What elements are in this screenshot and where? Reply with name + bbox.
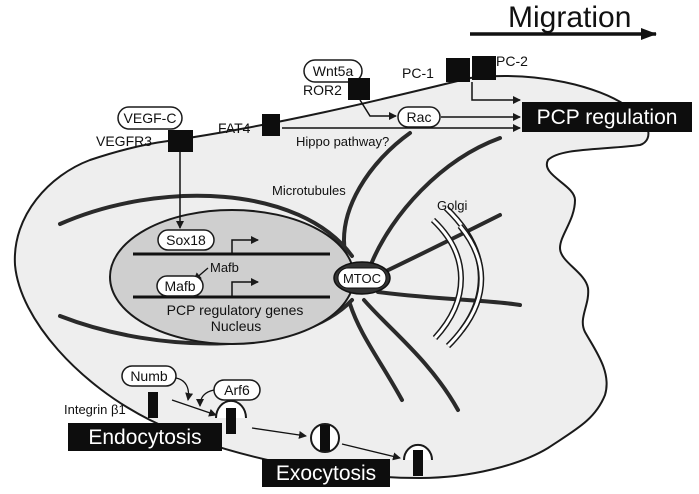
- exocytosis-box: Exocytosis: [262, 459, 390, 487]
- hippo-label: Hippo pathway?: [296, 134, 389, 149]
- fat4-receptor: [262, 114, 280, 136]
- ror2-receptor: [348, 78, 370, 100]
- svg-text:Numb: Numb: [130, 368, 168, 384]
- svg-text:Endocytosis: Endocytosis: [88, 426, 201, 449]
- svg-text:VEGF-C: VEGF-C: [124, 110, 177, 126]
- exocytic-fusion: [403, 444, 433, 476]
- endocytosis-box: Endocytosis: [68, 423, 222, 451]
- rac-label: Rac: [397, 106, 441, 128]
- golgi-label: Golgi: [437, 198, 467, 213]
- ror2-to-rac-arrow: [359, 99, 397, 120]
- mafb-gene-label: Mafb: [210, 260, 239, 275]
- golgi-apparatus: [430, 205, 485, 349]
- nucleus-label: Nucleus: [211, 318, 262, 334]
- sox18-label: Sox18: [157, 229, 215, 251]
- endocytic-pit: [215, 399, 247, 434]
- internalization-arrow: [171, 399, 217, 417]
- integrin-receptor: [148, 392, 158, 418]
- pc1-label: PC-1: [402, 65, 434, 81]
- vesicle-arrow: [251, 427, 307, 439]
- pcp-genes-label: PCP regulatory genes: [167, 302, 304, 318]
- svg-text:Rac: Rac: [407, 109, 432, 125]
- svg-text:Arf6: Arf6: [224, 382, 250, 398]
- vegfr3-receptor: [168, 130, 193, 152]
- pcp-regulation-box: PCP regulation: [522, 102, 692, 132]
- pc2-channel: [472, 56, 496, 80]
- vesicle: [310, 423, 340, 453]
- promoter-arrow-upper: [231, 236, 259, 254]
- wnt5a-label: Wnt5a: [303, 59, 363, 83]
- exocytosis-arrow: [341, 443, 401, 461]
- migration-title: Migration: [508, 1, 631, 34]
- numb-arrow: [175, 377, 194, 401]
- svg-text:MTOC: MTOC: [343, 271, 381, 286]
- svg-text:Sox18: Sox18: [166, 232, 206, 248]
- svg-text:Exocytosis: Exocytosis: [276, 462, 376, 485]
- pc1-channel: [446, 58, 470, 82]
- arf6-arrow: [196, 389, 215, 407]
- ror2-label: ROR2: [303, 82, 342, 98]
- pc-to-pcp-arrow: [471, 82, 521, 104]
- vegfr3-label: VEGFR3: [96, 133, 152, 149]
- svg-text:Mafb: Mafb: [164, 278, 195, 294]
- arf6-label: Arf6: [213, 379, 261, 401]
- mafb-protein-label: Mafb: [156, 275, 204, 297]
- numb-label: Numb: [121, 365, 177, 387]
- svg-text:Wnt5a: Wnt5a: [313, 63, 354, 79]
- svg-text:PCP regulation: PCP regulation: [537, 106, 678, 129]
- fat4-label: FAT4: [218, 120, 251, 136]
- integrin-label: Integrin β1: [64, 402, 126, 417]
- mtoc: MTOC: [333, 261, 391, 295]
- pc2-label: PC-2: [496, 53, 528, 69]
- promoter-arrow-lower: [231, 278, 259, 297]
- microtubules-label: Microtubules: [272, 183, 346, 198]
- vegf-c-label: VEGF-C: [117, 106, 183, 130]
